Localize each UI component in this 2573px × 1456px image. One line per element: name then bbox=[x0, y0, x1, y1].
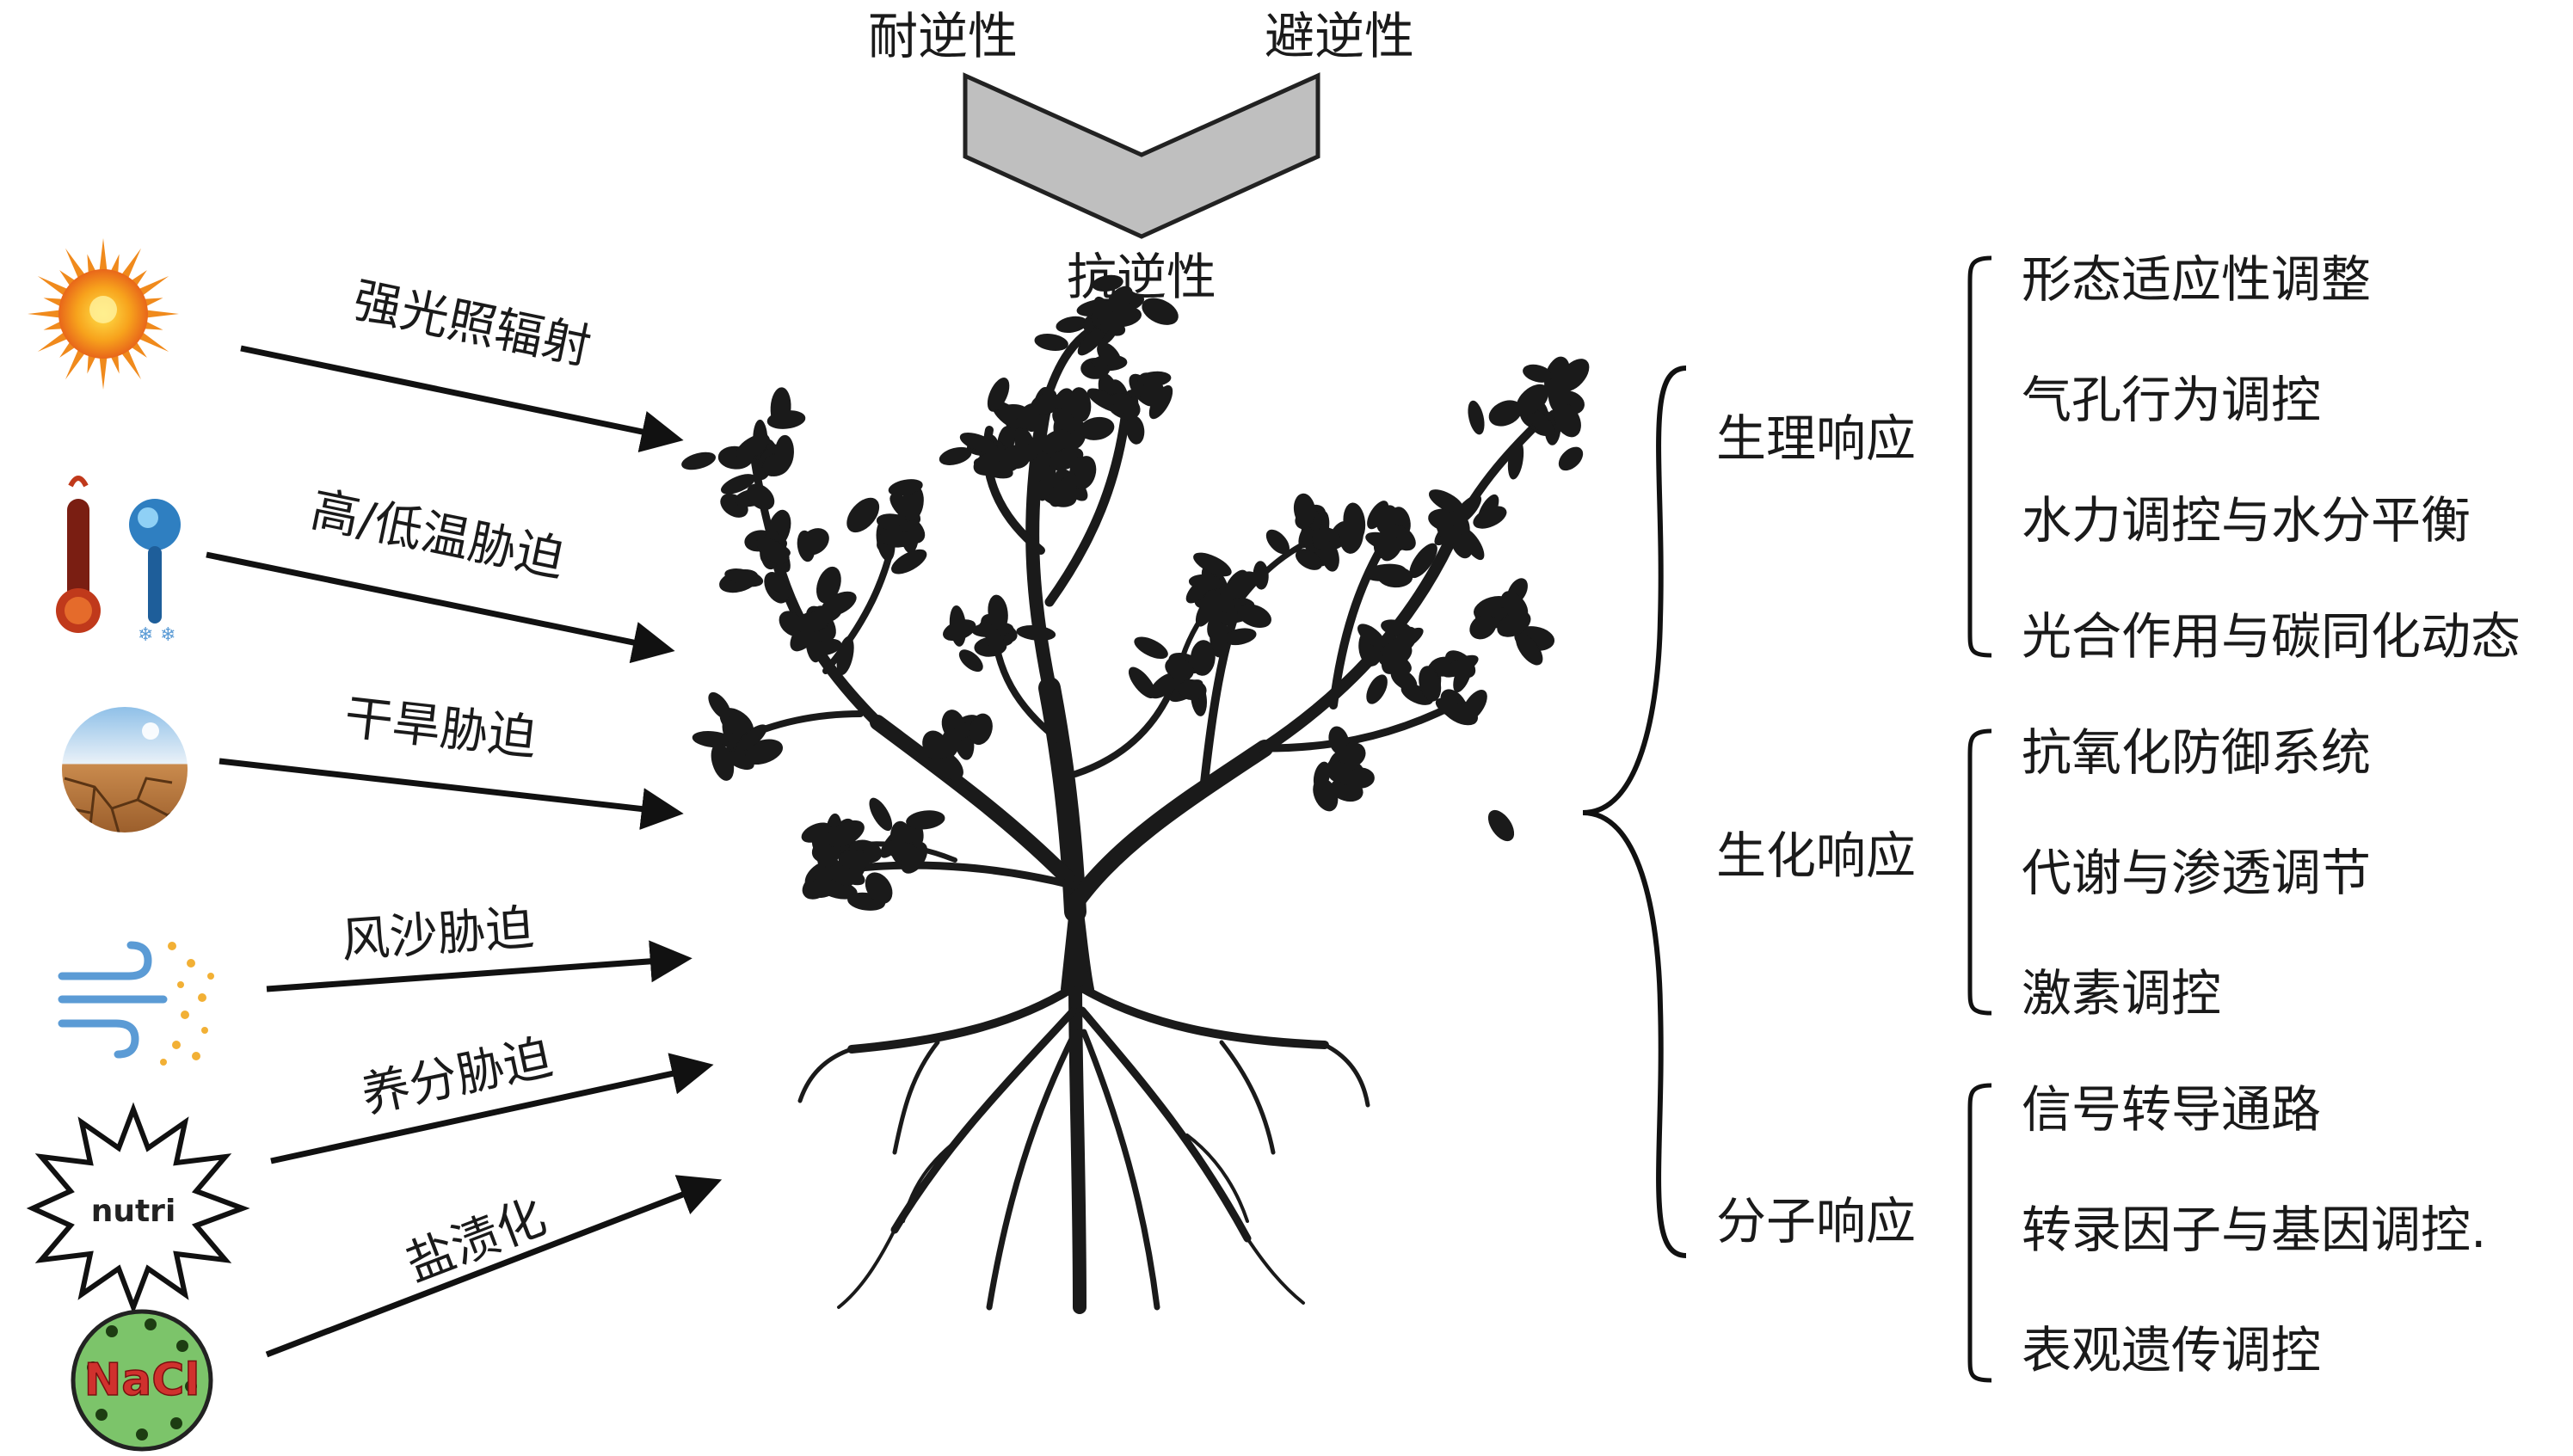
stress-label-nutrient: 养分胁迫 bbox=[357, 1029, 557, 1124]
stress-label-wind: 风沙胁迫 bbox=[340, 900, 536, 968]
response-item: 水力调控与水分平衡 bbox=[2022, 491, 2471, 550]
merge-chevron bbox=[963, 72, 1320, 239]
response-item: 信号转导通路 bbox=[2022, 1080, 2321, 1139]
response-item: 形态适应性调整 bbox=[2022, 250, 2371, 309]
stress-arrow-temperature bbox=[206, 551, 675, 664]
response-item: 代谢与渗透调节 bbox=[2022, 844, 2371, 902]
svg-text:❄ ❄: ❄ ❄ bbox=[138, 624, 176, 646]
stress-arrow-salinity bbox=[265, 1175, 723, 1358]
avoidance-label: 避逆性 bbox=[1265, 7, 1414, 65]
bracket-biochemical bbox=[1967, 728, 1992, 1016]
tree-silhouette bbox=[681, 274, 1590, 1314]
stress-arrow-light bbox=[240, 345, 684, 453]
category-physiological: 生理响应 bbox=[1716, 409, 1916, 468]
nacl-icon: NaCl bbox=[71, 1309, 213, 1452]
response-item: 气孔行为调控 bbox=[2022, 371, 2321, 429]
sun-icon bbox=[28, 238, 179, 390]
nacl-icon-text: NaCl bbox=[84, 1355, 200, 1406]
response-item: 转录因子与基因调控. bbox=[2022, 1201, 2486, 1259]
stress-label-drought: 干旱胁迫 bbox=[342, 690, 539, 767]
nutrient-burst-icon: nutri bbox=[26, 1102, 250, 1315]
bracket-molecular bbox=[1967, 1083, 1992, 1383]
response-item: 激素调控 bbox=[2022, 964, 2221, 1023]
stress-arrow-wind bbox=[266, 940, 692, 992]
category-molecular: 分子响应 bbox=[1716, 1192, 1916, 1250]
stress-arrow-nutrient bbox=[270, 1053, 714, 1164]
stress-arrow-drought bbox=[219, 758, 684, 830]
category-biochemical: 生化响应 bbox=[1716, 826, 1916, 885]
cracked-earth-icon bbox=[62, 707, 188, 832]
main-brace bbox=[1582, 366, 1687, 1258]
stress-label-temperature: 高/低温胁迫 bbox=[306, 482, 569, 588]
wind-sand-icon bbox=[58, 941, 214, 1066]
bracket-physiological bbox=[1967, 255, 1992, 658]
response-item: 表观遗传调控 bbox=[2022, 1321, 2321, 1379]
stress-label-light: 强光照辐射 bbox=[348, 273, 595, 376]
nutrient-icon-text: nutri bbox=[91, 1194, 176, 1229]
response-item: 光合作用与碳同化动态 bbox=[2022, 607, 2521, 666]
response-item: 抗氧化防御系统 bbox=[2022, 723, 2371, 782]
thermometer-icon: ❄ ❄ bbox=[56, 476, 181, 646]
tolerance-label: 耐逆性 bbox=[868, 7, 1018, 65]
